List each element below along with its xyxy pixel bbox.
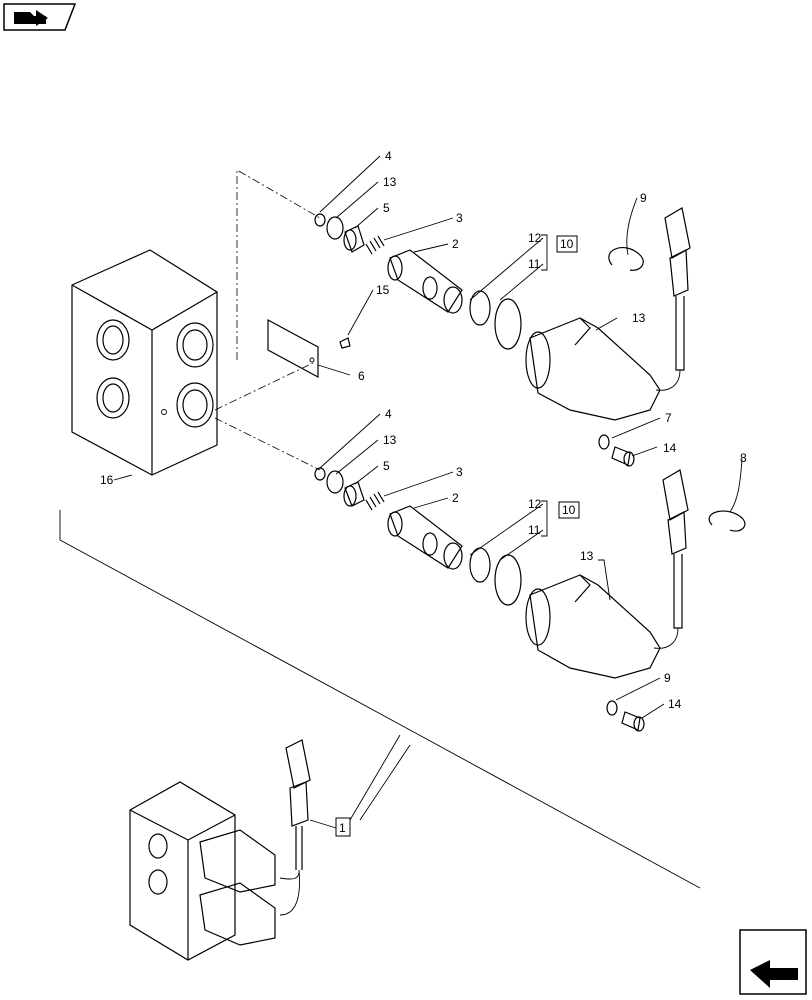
- label-assembly-1: 1: [339, 821, 346, 835]
- cover-plate: [267, 318, 319, 379]
- label-bot-13-solenoid: 13: [580, 549, 594, 563]
- label-bot-11: 11: [528, 523, 541, 537]
- top-small-ring: [314, 213, 326, 227]
- bottom-solenoid: [525, 574, 661, 679]
- label-top-6: 6: [358, 369, 365, 383]
- bottom-fitting: [343, 481, 365, 507]
- label-bot-2: 2: [452, 491, 459, 505]
- top-bolt-14: [611, 446, 635, 467]
- top-spool: [387, 249, 463, 314]
- label-bot-8: 8: [740, 451, 747, 465]
- bottom-bolt-14: [621, 711, 645, 732]
- label-top-7: 7: [665, 411, 672, 425]
- centerline-bottom: [214, 417, 321, 471]
- centerline-top: [236, 169, 321, 360]
- valve-body: [71, 249, 218, 476]
- book-arrow-icon[interactable]: [3, 3, 77, 31]
- small-screw: [339, 337, 351, 349]
- top-fitting: [343, 225, 365, 253]
- bottom-o-ring-small: [326, 470, 344, 494]
- top-clip-9: [608, 246, 644, 271]
- label-bot-12: 12: [528, 497, 542, 511]
- label-bot-14: 14: [668, 697, 682, 711]
- top-connector-cable: [655, 207, 691, 391]
- top-o-ring-12: [494, 298, 522, 350]
- bottom-spring: [365, 491, 385, 511]
- top-solenoid: [525, 317, 661, 421]
- bottom-clip-8: [708, 510, 746, 532]
- label-box-top-10: [556, 235, 578, 253]
- separator-line: [59, 510, 701, 889]
- label-top-5: 5: [383, 201, 390, 215]
- top-spring: [365, 235, 385, 255]
- bottom-connector-cable: [653, 469, 689, 649]
- centerline-mid: [214, 361, 316, 411]
- assembly-leader-line: [349, 734, 411, 821]
- bottom-washer-9: [606, 700, 618, 716]
- label-top-11: 11: [528, 257, 541, 271]
- label-bot-9: 9: [664, 671, 671, 685]
- label-bot-13: 13: [383, 433, 397, 447]
- top-washer-7: [598, 434, 610, 450]
- leader-lines: [113, 155, 743, 829]
- label-top-15: 15: [376, 283, 390, 297]
- label-top-10: 10: [560, 237, 574, 251]
- label-top-2: 2: [452, 237, 459, 251]
- label-box-bot-10: [558, 501, 580, 519]
- label-body-16: 16: [100, 473, 114, 487]
- label-bot-5: 5: [383, 459, 390, 473]
- label-top-13: 13: [383, 175, 397, 189]
- top-o-ring-small: [326, 216, 344, 240]
- label-top-14: 14: [663, 441, 677, 455]
- label-box-assembly-1: [335, 817, 351, 837]
- label-top-9: 9: [640, 191, 647, 205]
- label-top-12: 12: [528, 231, 542, 245]
- bottom-o-ring-12: [494, 554, 522, 606]
- label-bot-10: 10: [562, 503, 576, 517]
- label-top-13-solenoid: 13: [632, 311, 646, 325]
- label-top-4: 4: [385, 149, 392, 163]
- label-top-3: 3: [456, 211, 463, 225]
- bottom-spool: [387, 505, 463, 570]
- label-bot-4: 4: [385, 407, 392, 421]
- next-page-arrow-icon[interactable]: [739, 929, 807, 995]
- label-bot-3: 3: [456, 465, 463, 479]
- top-o-ring-11: [469, 290, 491, 326]
- assembled-valve: [129, 739, 311, 961]
